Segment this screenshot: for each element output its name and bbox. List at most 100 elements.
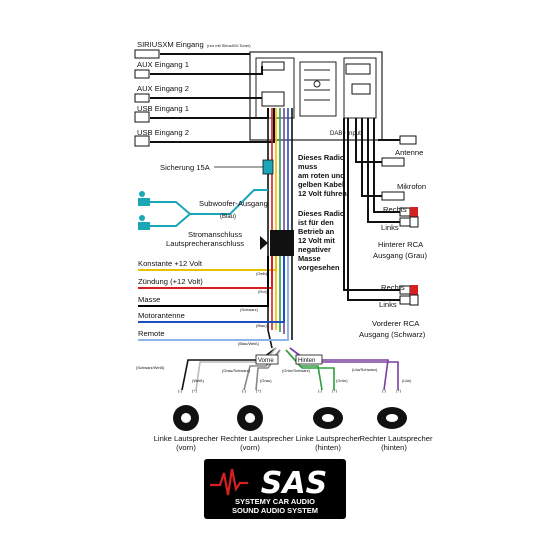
wire-4-label: Remote: [138, 329, 165, 338]
power-arrow: [260, 236, 268, 250]
usb1-plug: [134, 111, 150, 123]
speaker-rear-left: [313, 407, 343, 429]
siriusxm-plug: [134, 49, 160, 59]
svg-text:negativer: negativer: [298, 245, 331, 254]
power-connector: [270, 230, 294, 256]
microphone-plug: [381, 191, 405, 201]
svg-text:(vorn): (vorn): [240, 443, 260, 452]
usb1-label: USB Eingang 1: [137, 104, 189, 113]
aux2-label: AUX Eingang 2: [137, 84, 189, 93]
svg-text:(+): (+): [192, 388, 198, 393]
antenna-label: Antenne: [395, 148, 423, 157]
pulse-icon: [210, 468, 248, 496]
subwoofer-color: (Blau): [220, 214, 236, 220]
front-rca: [399, 285, 419, 306]
spk2-pos-color: (Grün): [336, 378, 348, 383]
aux2-plug: [134, 93, 150, 103]
subwoofer-label: Subwoofer-Ausgang: [199, 199, 268, 208]
logo-brand: SAS: [261, 466, 327, 501]
svg-text:Rechter Lautsprecher: Rechter Lautsprecher: [220, 434, 293, 443]
usb2-plug: [134, 135, 150, 147]
fuse-label: Sicherung 15A: [160, 163, 211, 172]
sas-logo: SAS SYSTEMY CAR AUDIO SOUND AUDIO SYSTEM: [204, 459, 346, 519]
siriusxm-label: SIRIUSXM Eingang: [137, 40, 204, 49]
power-label-2: Lautsprecheranschluss: [166, 239, 244, 248]
dab-plug: [399, 135, 417, 145]
svg-text:(hinten): (hinten): [381, 443, 407, 452]
svg-text:Dieses Radio: Dieses Radio: [298, 153, 345, 162]
ground-label: (Grün/Schwarz): [282, 368, 311, 373]
svg-text:Betrieb an: Betrieb an: [298, 227, 335, 236]
spk1-neg-color: (Grau/Schwarz): [222, 368, 251, 373]
note-ground: Dieses Radio ist für den Betrieb an 12 V…: [298, 209, 345, 272]
front-tag: Vorne: [258, 358, 274, 364]
speaker-front-left: [173, 405, 199, 431]
power-wires: [138, 256, 289, 341]
svg-text:(vorn): (vorn): [176, 443, 196, 452]
svg-text:(-): (-): [318, 388, 323, 393]
speaker-rear-right: [377, 407, 407, 429]
logo-line1: SYSTEMY CAR AUDIO: [235, 497, 315, 506]
svg-text:(hinten): (hinten): [315, 443, 341, 452]
polarity-marks: (-) (+) (-) (+) (-) (+) (-) (+): [178, 388, 402, 393]
speaker-labels: Linke Lautsprecher (vorn) Rechter Lautsp…: [154, 434, 433, 452]
svg-text:am roten und: am roten und: [298, 171, 345, 180]
logo-line2: SOUND AUDIO SYSTEM: [232, 506, 318, 515]
aux1-plug: [134, 69, 150, 79]
spk0-neg-color: (Schwarz/Weiß): [136, 365, 165, 370]
wire-1-color: (Rot): [258, 289, 268, 294]
power-label-1: Stromanschluss: [188, 230, 242, 239]
usb2-label: USB Eingang 2: [137, 128, 189, 137]
svg-text:Masse: Masse: [298, 254, 321, 263]
rear-rca-title: Hinterer RCA: [378, 240, 424, 249]
svg-text:(+): (+): [256, 388, 262, 393]
wire-3-color: (Blau): [256, 323, 267, 328]
svg-text:gelben Kabel: gelben Kabel: [298, 180, 344, 189]
spk0-pos-color: (Weiß): [192, 378, 205, 383]
front-rca-sub: Ausgang (Schwarz): [359, 330, 426, 339]
note-voltage: Dieses Radio muss am roten und gelben Ka…: [298, 153, 347, 198]
rear-links-label: Links: [381, 223, 399, 232]
wire-1-label: Zündung (+12 Volt): [138, 277, 203, 286]
svg-text:(+): (+): [332, 388, 338, 393]
svg-text:(-): (-): [178, 388, 183, 393]
wire-0-color: (Gelb): [256, 271, 268, 276]
input-leads: [150, 53, 275, 143]
siriusxm-note: (nur mit SiriusXM-Tuner): [207, 43, 251, 48]
harness-connectors: [261, 61, 371, 107]
front-links-label: Links: [379, 300, 397, 309]
wire-3-label: Motorantenne: [138, 311, 185, 320]
svg-text:muss: muss: [298, 162, 317, 171]
svg-text:Linke Lautsprecher: Linke Lautsprecher: [296, 434, 361, 443]
rear-tag: Hinten: [298, 358, 315, 364]
input-plugs: [134, 49, 160, 147]
wire-2-label: Masse: [138, 295, 160, 304]
svg-text:Dieses Radio: Dieses Radio: [298, 209, 345, 218]
spk1-pos-color: (Grau): [260, 378, 272, 383]
antenna-plug: [381, 157, 405, 167]
head-unit: [249, 51, 383, 141]
svg-text:(+): (+): [396, 388, 402, 393]
front-rca-title: Vorderer RCA: [372, 319, 420, 328]
wire-2-color: (Schwarz): [240, 307, 259, 312]
svg-text:Linke Lautsprecher: Linke Lautsprecher: [154, 434, 219, 443]
aux1-label: AUX Eingang 1: [137, 60, 189, 69]
speaker-front-right: [237, 405, 263, 431]
svg-text:(-): (-): [382, 388, 387, 393]
speakers: [173, 405, 407, 431]
rear-rca: [399, 207, 419, 228]
svg-text:Rechter Lautsprecher: Rechter Lautsprecher: [359, 434, 432, 443]
svg-text:12 Volt mit: 12 Volt mit: [298, 236, 335, 245]
dab-label: DAB+ Input: [330, 131, 361, 137]
rear-rca-sub: Ausgang (Grau): [373, 251, 427, 260]
spk3-neg-color: (Lila/Schwarz): [352, 367, 378, 372]
fuse: [262, 159, 274, 175]
wire-4-color: (Blau/Weiß): [238, 341, 260, 346]
svg-text:vorgesehen: vorgesehen: [298, 263, 340, 272]
wire-0-label: Konstante +12 Volt: [138, 259, 203, 268]
svg-text:ist für den: ist für den: [298, 218, 334, 227]
subwoofer-leads: [138, 189, 268, 230]
right-leads: [343, 118, 400, 301]
front-rechts-label: Rechts: [381, 283, 405, 292]
